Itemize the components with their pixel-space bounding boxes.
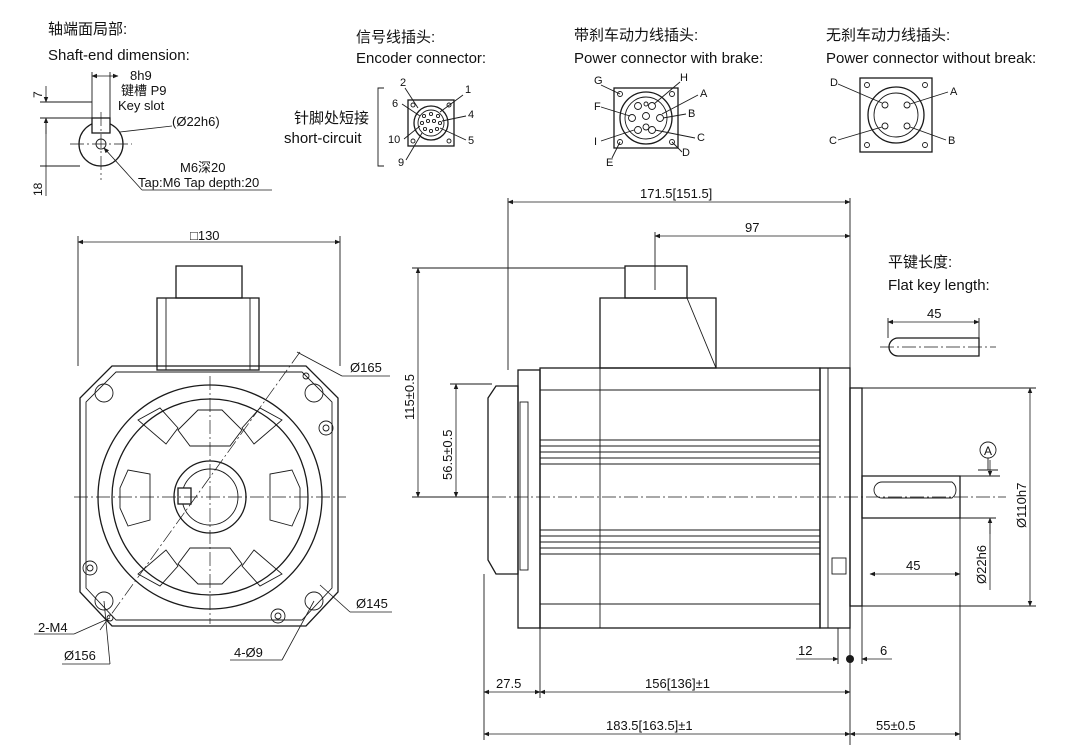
d165-label: Ø165 [350, 360, 382, 375]
brake-pin-a: A [700, 88, 708, 100]
short-circuit-cn: 针脚处短接 [294, 110, 369, 127]
d145-label: Ø145 [356, 596, 388, 611]
d183-label: 183.5[163.5]±1 [606, 718, 693, 733]
encoder-title-en: Encoder connector: [356, 50, 486, 67]
enc-pin-9: 9 [398, 157, 404, 169]
d6-label: 6 [880, 643, 887, 658]
flat-key-detail: 平键长度: Flat key length: 45 [880, 254, 996, 357]
key-fit-label: 8h9 [130, 68, 152, 83]
enc-pin-2: 2 [400, 77, 406, 89]
power-connector-nobrake: 无刹车动力线插头: Power connector without break:… [826, 27, 1036, 153]
d97-label: 97 [745, 220, 759, 235]
nobrake-pin-a: A [950, 86, 958, 98]
side-view: 171.5[151.5] 97 115±0.5 56.5±0.5 [402, 186, 1036, 745]
datum-a-label: A [984, 444, 992, 458]
key-slot-en: Key slot [118, 98, 165, 113]
enc-pin-4: 4 [468, 109, 474, 121]
brake-pin-b: B [688, 108, 695, 120]
power-connector-brake: 带刹车动力线插头: Power connector with brake: G … [574, 27, 763, 169]
flat-key-length: 45 [927, 306, 941, 321]
shaft-end-title-cn: 轴端面局部: [48, 21, 127, 38]
flat-key-title-cn: 平键长度: [888, 254, 952, 271]
brake-pin-i: I [594, 136, 597, 148]
brake-pin-c: C [697, 132, 705, 144]
holes-label: 4-Ø9 [234, 645, 263, 660]
nobrake-pin-c: C [829, 135, 837, 147]
d27-label: 27.5 [496, 676, 521, 691]
nobrake-title-cn: 无刹车动力线插头: [826, 27, 950, 44]
d55-label: 55±0.5 [876, 718, 916, 733]
shaft-end-detail: 轴端面局部: Shaft-end dimension: 8h9 键槽 P9 Ke… [31, 21, 272, 196]
enc-pin-10: 10 [388, 134, 400, 146]
d22-label: Ø22h6 [974, 545, 989, 584]
enc-pin-1: 1 [465, 84, 471, 96]
brake-title-cn: 带刹车动力线插头: [574, 27, 698, 44]
d110-label: Ø110h7 [1014, 483, 1029, 528]
shaft-end-title-en: Shaft-end dimension: [48, 47, 190, 64]
nobrake-pin-b: B [948, 135, 955, 147]
encoder-connector: 信号线插头: Encoder connector: 针脚处短接 short-ci… [284, 29, 486, 169]
brake-pin-g: G [594, 75, 603, 87]
d156-side-label: 156[136]±1 [645, 676, 710, 691]
enc-pin-6: 6 [392, 98, 398, 110]
tap-en-label: Tap:M6 Tap depth:20 [138, 175, 259, 190]
total-top-label: 171.5[151.5] [640, 186, 712, 201]
square-130-label: □130 [190, 228, 220, 243]
tap-cn-label: M6深20 [180, 160, 226, 175]
brake-pin-f: F [594, 101, 601, 113]
dim-18-label: 18 [31, 182, 45, 196]
h56-label: 56.5±0.5 [440, 429, 455, 480]
front-view: □130 [34, 228, 392, 665]
brake-pin-h: H [680, 72, 688, 84]
d12-label: 12 [798, 643, 812, 658]
key-slot-cn: 键槽 P9 [121, 83, 167, 98]
brake-title-en: Power connector with brake: [574, 50, 763, 67]
dim-7-label: 7 [31, 91, 45, 98]
d156-label: Ø156 [64, 648, 96, 663]
brake-pin-e: E [606, 157, 613, 169]
h115-label: 115±0.5 [402, 374, 417, 420]
short-circuit-en: short-circuit [284, 130, 362, 147]
nobrake-title-en: Power connector without break: [826, 50, 1036, 67]
shaft-dia-label: (Ø22h6) [172, 114, 220, 129]
d45-label: 45 [906, 558, 920, 573]
nobrake-pin-d: D [830, 77, 838, 89]
m4-label: 2-M4 [38, 620, 68, 635]
flat-key-title-en: Flat key length: [888, 277, 990, 294]
encoder-title-cn: 信号线插头: [356, 29, 435, 46]
brake-pin-d: D [682, 147, 690, 159]
enc-pin-5: 5 [468, 135, 474, 147]
